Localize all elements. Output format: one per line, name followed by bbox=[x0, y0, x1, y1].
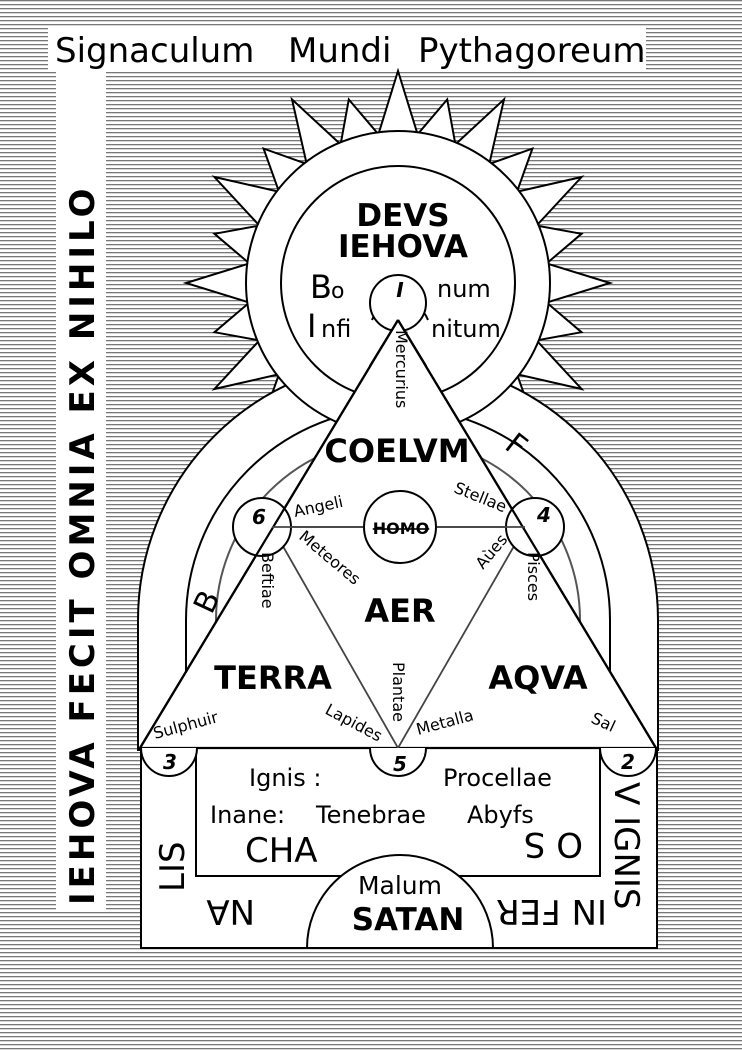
pisces-label: Pisces bbox=[524, 552, 543, 601]
title-word-2: Mundi bbox=[288, 31, 391, 71]
vertex-number-6: 6 bbox=[252, 505, 266, 529]
vertex-number-4: 4 bbox=[536, 503, 551, 527]
vertex-number-5: 5 bbox=[393, 752, 407, 776]
side-vertical-text: IEHOVA FECIT OMNIA EX NIHILO bbox=[63, 185, 103, 905]
infi-big-letter: I bbox=[307, 307, 316, 345]
apex-cover bbox=[370, 320, 426, 366]
title-backdrop bbox=[48, 26, 646, 72]
terra-label: TERRA bbox=[214, 659, 332, 697]
ignis-label: Ignis : bbox=[249, 764, 321, 792]
aqua-label: AQVA bbox=[488, 659, 588, 697]
vertex-circle-3 bbox=[140, 747, 198, 777]
num-label: num bbox=[437, 275, 491, 303]
satan-label: SATAN bbox=[352, 902, 465, 938]
vertex-number-3: 3 bbox=[163, 750, 177, 774]
na-label: NA bbox=[206, 891, 255, 931]
bo-big-letter: B bbox=[310, 268, 332, 306]
inane-label: Inane: bbox=[210, 801, 285, 829]
nitum-label: nitum bbox=[431, 315, 501, 343]
v-ignis-label: V IGNIS bbox=[606, 782, 646, 909]
satan-dome bbox=[305, 854, 495, 949]
triangle-left-edge bbox=[139, 319, 399, 749]
vertex-number-2: 2 bbox=[621, 750, 635, 774]
iehova-label: IEHOVA bbox=[338, 229, 468, 265]
side-text-backdrop bbox=[56, 72, 106, 912]
in-fer-label: IN FER bbox=[496, 891, 607, 931]
vertex-circle-5 bbox=[369, 747, 427, 777]
mercurius-label: Mercurius bbox=[392, 330, 411, 408]
aer-label: AER bbox=[364, 592, 435, 630]
homo-label: HOMO bbox=[373, 519, 430, 538]
procellae-label: Procellae bbox=[443, 764, 552, 792]
lis-label: LIS bbox=[153, 841, 193, 892]
abyfs-label: Abyfs bbox=[467, 801, 534, 829]
homo-circle bbox=[363, 490, 437, 564]
beftiae-label: Beftiae bbox=[258, 552, 277, 609]
plantae-label: Plantae bbox=[389, 662, 408, 722]
title-word-1: Signaculum bbox=[55, 31, 254, 71]
os-label: O S bbox=[524, 824, 583, 864]
vertex-number-1: I bbox=[396, 278, 404, 302]
cha-label: CHA bbox=[245, 831, 318, 871]
devs-label: DEVS bbox=[356, 198, 449, 234]
bo-small: o bbox=[331, 279, 344, 304]
title-word-3: Pythagoreum bbox=[418, 31, 646, 71]
tenebrae-label: Tenebrae bbox=[315, 801, 426, 829]
infi-small: nfi bbox=[321, 315, 351, 343]
malum-label: Malum bbox=[358, 871, 442, 900]
triangle-right-edge bbox=[397, 319, 657, 749]
coelum-label: COELVM bbox=[324, 432, 469, 470]
vertex-circle-2 bbox=[599, 747, 657, 777]
